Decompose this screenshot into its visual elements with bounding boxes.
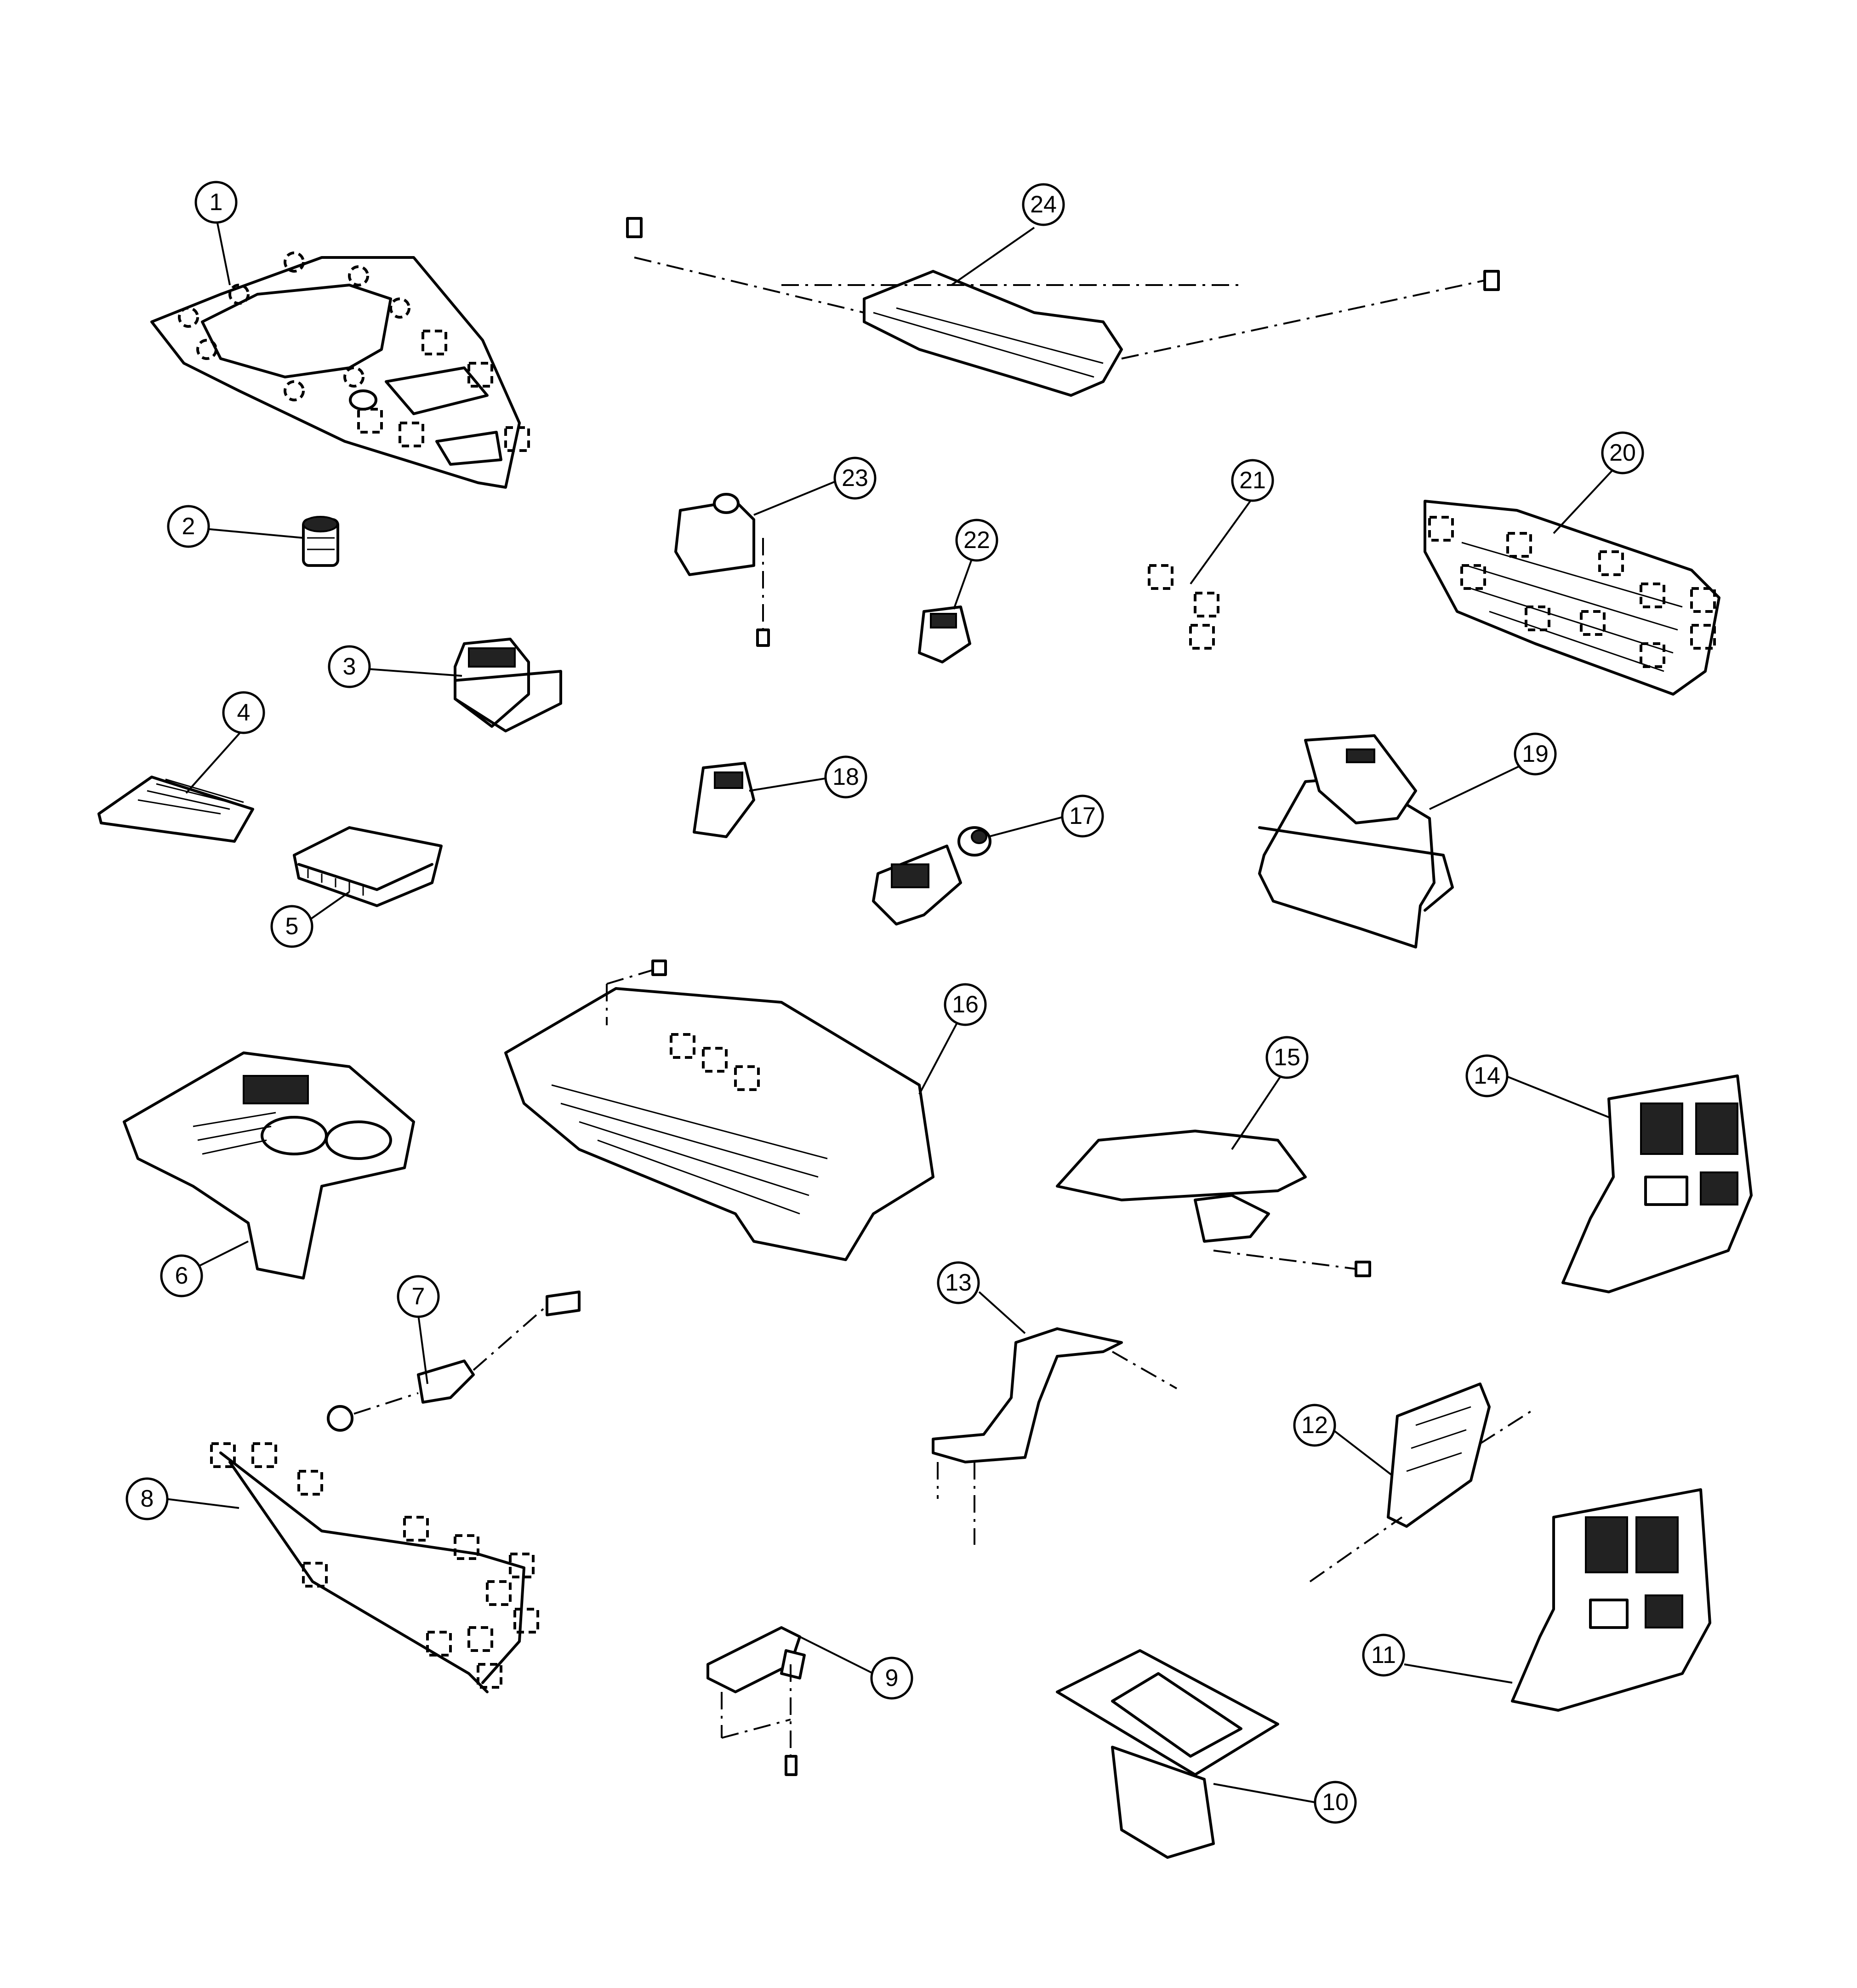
- part-22-connector: [918, 551, 975, 663]
- callout-label: 23: [842, 465, 868, 491]
- callout-14: 14: [1465, 1054, 1509, 1097]
- callout-13: 13: [937, 1261, 980, 1304]
- callout-label: 24: [1030, 191, 1057, 218]
- callout-label: 6: [175, 1262, 188, 1289]
- part-1-console-bezel: [150, 216, 530, 489]
- callout-24: 24: [1022, 183, 1065, 226]
- callout-18: 18: [824, 755, 867, 799]
- callout-label: 14: [1474, 1063, 1500, 1089]
- callout-label: 10: [1322, 1789, 1349, 1816]
- callout-label: 11: [1371, 1642, 1396, 1668]
- callout-label: 12: [1301, 1412, 1328, 1439]
- callout-label: 9: [885, 1665, 899, 1691]
- callout-label: 16: [952, 991, 979, 1018]
- part-21-clips: [1148, 500, 1251, 650]
- callout-1: 1: [194, 181, 238, 224]
- callout-17: 17: [1061, 794, 1104, 838]
- callout-label: 19: [1522, 741, 1549, 767]
- part-2-knob: [204, 516, 339, 567]
- part-16-console-frame: [504, 960, 962, 1261]
- part-4-mat: [97, 728, 254, 843]
- part-23-actuator: [674, 477, 844, 647]
- part-15-armrest: [1056, 1066, 1371, 1277]
- part-19-shifter: [1258, 734, 1536, 948]
- part-11-rear-vent-panel: [1404, 1488, 1711, 1712]
- callout-22: 22: [955, 519, 998, 562]
- callout-label: 21: [1239, 467, 1266, 494]
- callout-5: 5: [270, 905, 313, 948]
- part-9-clip-bracket: [706, 1626, 874, 1776]
- callout-label: 20: [1609, 440, 1636, 466]
- part-8-harness: [165, 1442, 539, 1693]
- callout-16: 16: [944, 983, 987, 1026]
- part-24-top-trim: [626, 217, 1500, 397]
- callout-label: 17: [1069, 803, 1096, 829]
- part-7-bracket: [327, 1291, 581, 1432]
- callout-15: 15: [1265, 1036, 1309, 1079]
- callout-6: 6: [160, 1254, 203, 1297]
- callout-8: 8: [125, 1477, 169, 1520]
- callout-label: 1: [210, 189, 223, 216]
- part-5-box: [293, 826, 443, 925]
- callout-23: 23: [833, 457, 877, 500]
- part-3-switch: [367, 638, 562, 732]
- callout-11: 11: [1362, 1634, 1405, 1677]
- callout-2: 2: [167, 505, 210, 548]
- callout-label: 13: [945, 1269, 972, 1296]
- callout-19: 19: [1514, 732, 1557, 776]
- callout-10: 10: [1314, 1781, 1357, 1824]
- callout-label: 3: [343, 653, 356, 680]
- callout-label: 18: [832, 764, 859, 790]
- callout-label: 22: [963, 527, 990, 554]
- callout-21: 21: [1231, 459, 1274, 502]
- part-10-bin: [1056, 1649, 1315, 1859]
- callout-9: 9: [870, 1657, 913, 1700]
- part-6-console-assembly: [123, 1051, 415, 1280]
- part-14-rear-vent-panel: [1505, 1074, 1753, 1293]
- callout-label: 8: [141, 1485, 154, 1512]
- callout-label: 2: [182, 513, 195, 540]
- callout-20: 20: [1601, 431, 1644, 474]
- callout-12: 12: [1293, 1404, 1336, 1447]
- callout-7: 7: [397, 1275, 440, 1318]
- part-17-switch-module: [872, 815, 1067, 925]
- callout-label: 5: [285, 913, 299, 940]
- part-20-trim-panel: [1424, 463, 1720, 696]
- callout-label: 7: [412, 1283, 425, 1310]
- callout-label: 15: [1274, 1044, 1300, 1071]
- part-18-socket: [693, 762, 835, 838]
- callout-3: 3: [328, 645, 371, 688]
- callout-label: 4: [237, 699, 251, 726]
- part-13-duct: [932, 1291, 1177, 1545]
- callout-4: 4: [222, 691, 265, 734]
- part-12-rear-bracket: [1309, 1382, 1532, 1582]
